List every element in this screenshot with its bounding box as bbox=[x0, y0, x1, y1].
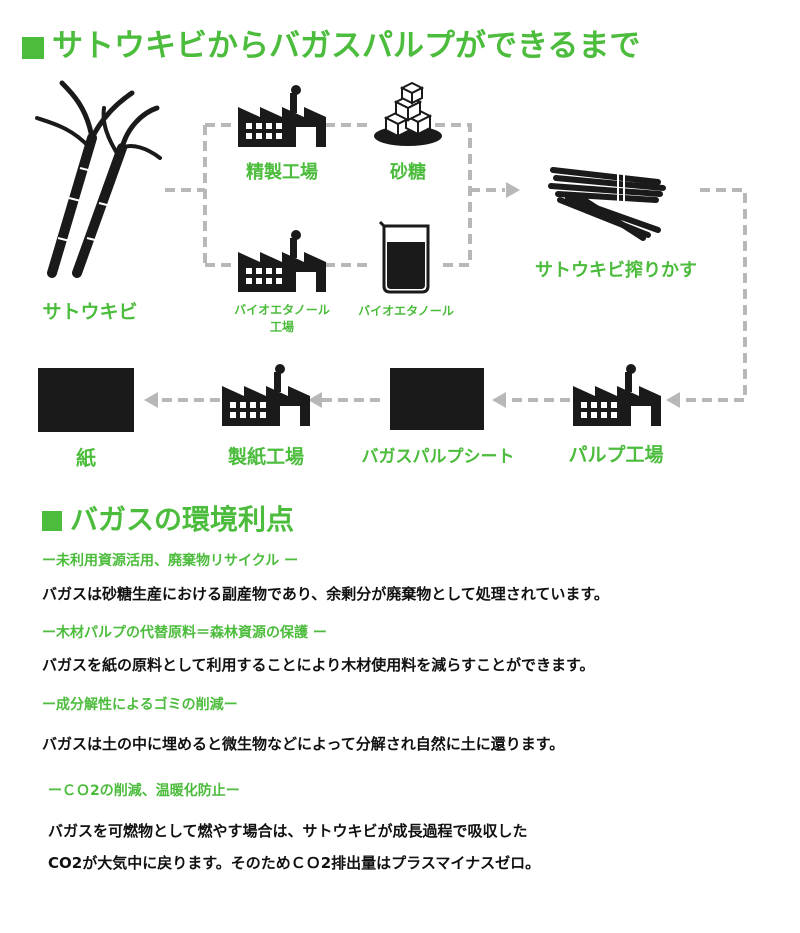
connector-sugar-right bbox=[435, 123, 472, 267]
label-bioethanol: バイオエタノール bbox=[358, 304, 454, 318]
label-pulp-sheet: バガスパルプシート bbox=[361, 447, 515, 467]
label-sugar: 砂糖 bbox=[390, 162, 426, 183]
arrow-to-bagasse bbox=[506, 182, 520, 198]
label-bioethanol-factory-line1: バイオエタノール bbox=[234, 303, 330, 317]
point-1-heading: ー未利用資源活用、廃棄物リサイクル ー bbox=[42, 553, 299, 569]
bagasse-icon bbox=[548, 167, 666, 241]
label-bioethanol-factory-line2: 工場 bbox=[269, 320, 294, 334]
section2-title-text: バガスの環境利点 bbox=[70, 503, 295, 536]
paper-mill-icon bbox=[222, 364, 310, 426]
arrow-to-pulp-factory bbox=[666, 392, 680, 408]
section2-title: バガスの環境利点 bbox=[42, 498, 294, 538]
section1-title: サトウキビからバガスパルプができるまで bbox=[22, 20, 640, 65]
point-3-heading: ー成分解性によるゴミの削減ー bbox=[42, 697, 238, 713]
pulp-sheet-icon bbox=[390, 368, 484, 430]
sugarcane-icon bbox=[35, 80, 162, 278]
green-square-icon bbox=[42, 511, 62, 531]
arrow-to-paper bbox=[144, 392, 158, 408]
point-4-heading: ーＣＯ2の削減、温暖化防止ー bbox=[48, 783, 240, 799]
green-square-icon bbox=[22, 36, 44, 59]
section1-title-text: サトウキビからバガスパルプができるまで bbox=[52, 28, 641, 64]
label-paper-mill: 製紙工場 bbox=[227, 446, 304, 468]
point-4-text-line2: CO2が大気中に戻ります。そのためＣＯ2排出量はプラスマイナスゼロ。 bbox=[48, 854, 541, 872]
sugar-cubes-icon bbox=[374, 81, 442, 146]
point-4-text-line1: バガスを可燃物として燃やす場合は、サトウキビが成長過程で吸収した bbox=[48, 822, 528, 840]
label-refinery: 精製工場 bbox=[246, 162, 318, 183]
point-2-heading: ー木材パルプの代替原料＝森林資源の保護 ー bbox=[42, 625, 327, 641]
beaker-icon bbox=[378, 220, 430, 294]
flow-connectors bbox=[144, 123, 747, 408]
label-sugarcane: サトウキビ bbox=[42, 301, 138, 323]
paper-icon bbox=[38, 368, 134, 432]
pulp-factory-icon bbox=[573, 364, 661, 426]
refinery-factory-icon bbox=[238, 85, 326, 147]
label-bioethanol-factory: バイオエタノール 工場 bbox=[218, 302, 346, 336]
label-pulp-factory: パルプ工場 bbox=[568, 444, 664, 466]
arrow-to-sheet bbox=[492, 392, 506, 408]
arrow-to-mill bbox=[308, 392, 322, 408]
label-paper: 紙 bbox=[76, 446, 96, 470]
point-1-text: バガスは砂糖生産における副産物であり、余剰分が廃棄物として処理されています。 bbox=[42, 585, 609, 603]
point-2-text: バガスを紙の原料として利用することにより木材使用料を減らすことができます。 bbox=[42, 656, 595, 674]
point-3-text: バガスは土の中に埋めると微生物などによって分解され自然に土に還ります。 bbox=[42, 735, 565, 753]
bioethanol-factory-icon bbox=[238, 230, 326, 292]
label-bagasse: サトウキビ搾りかす bbox=[535, 260, 697, 281]
connector-bagasse-down bbox=[680, 188, 747, 402]
